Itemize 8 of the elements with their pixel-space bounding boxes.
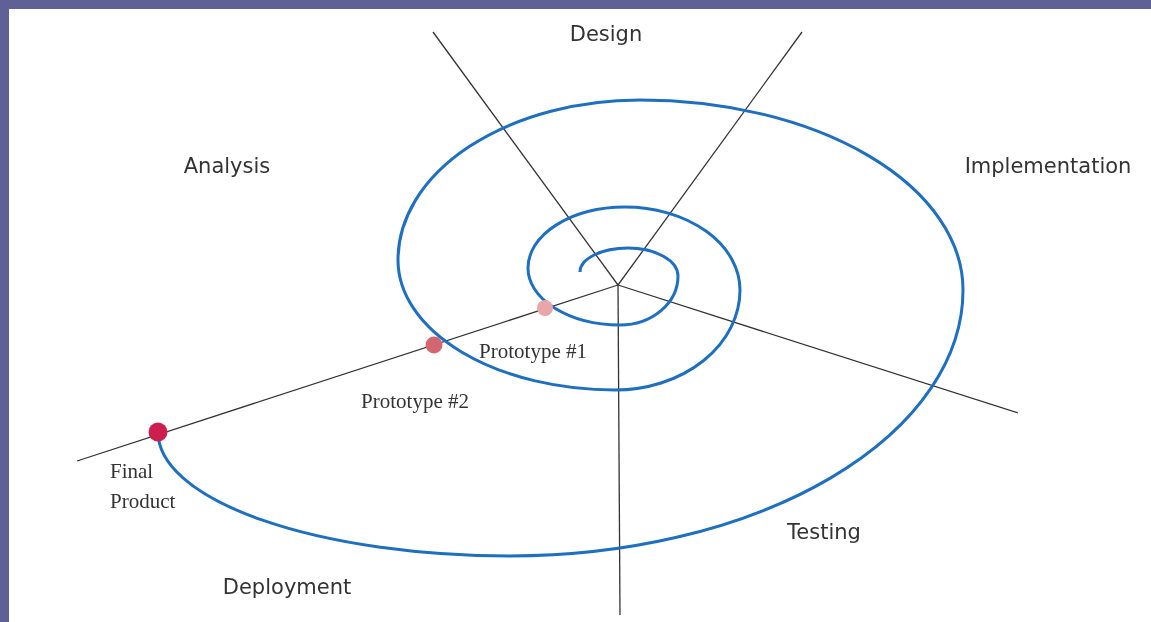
milestone-label: Prototype #1 — [479, 338, 587, 364]
milestone-label: Prototype #2 — [361, 388, 469, 414]
phase-label: Testing — [787, 520, 861, 544]
phase-label: Design — [569, 22, 643, 46]
phase-label: Analysis — [183, 154, 271, 178]
phase-label: Implementation — [964, 154, 1132, 178]
milestone-label: Final Product — [110, 458, 177, 515]
phase-label: Deployment — [222, 575, 352, 599]
